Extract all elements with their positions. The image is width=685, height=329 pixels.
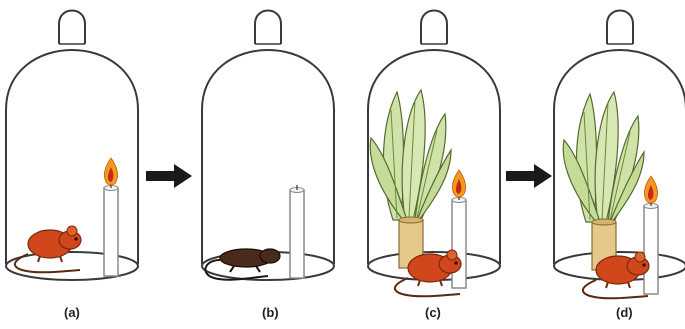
panel-a-label: (a) [64,305,80,320]
arrow-c-to-d [506,164,552,188]
flame-a [104,158,117,185]
panel-b [202,11,334,281]
panel-d [554,11,685,299]
panel-d-label: (d) [616,305,633,320]
plant-d [563,92,644,270]
panel-c [368,11,500,297]
candle-d [644,201,658,294]
bell-jar-d [554,11,685,281]
flame-d [644,176,657,203]
candle-c [452,195,466,288]
arrow-a-to-b [146,164,192,188]
flame-c [452,170,465,197]
candle-b [290,185,304,278]
bell-jar-b [202,11,334,281]
panel-a [6,11,138,281]
panel-c-label: (c) [425,305,441,320]
candle-a [104,183,118,276]
mouse-alive-a [15,226,81,272]
panel-b-label: (b) [262,305,279,320]
plant-c [370,90,451,268]
